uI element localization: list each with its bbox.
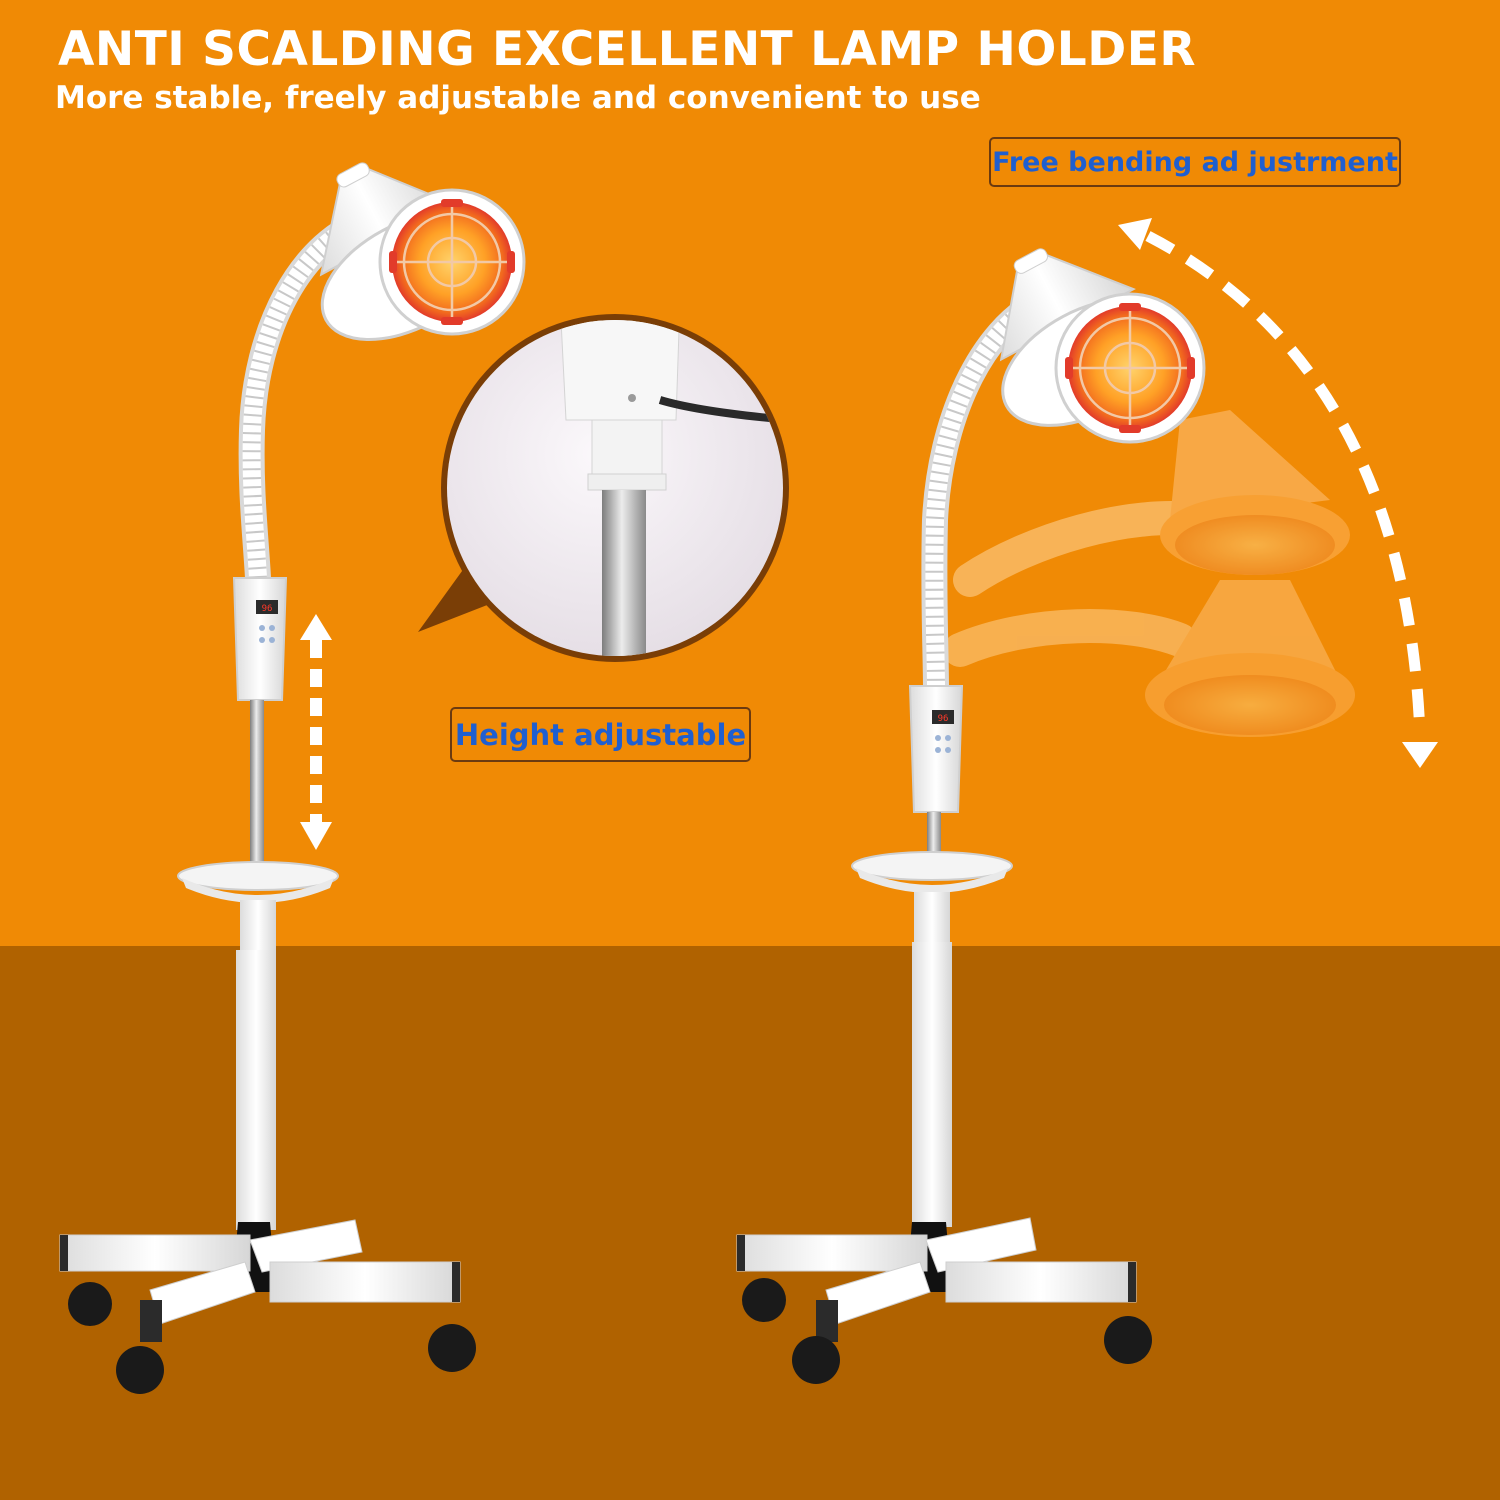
svg-text:96: 96 (938, 714, 949, 724)
curved-double-arrow-icon (1118, 218, 1438, 768)
zoom-detail-callout (418, 314, 789, 662)
subheadline: More stable, freely adjustable and conve… (55, 80, 981, 116)
left-lamp: 96 (59, 162, 526, 1394)
svg-text:96: 96 (262, 604, 273, 614)
headline: ANTI SCALDING EXCELLENT LAMP HOLDER (58, 22, 1197, 77)
right-lamp: 96 (736, 248, 1355, 1384)
double-arrow-vertical-icon (300, 614, 332, 850)
callout-height-adjustable: Height adjustable (450, 707, 751, 762)
callout-free-bending: Free bending ad justrment (989, 137, 1401, 187)
